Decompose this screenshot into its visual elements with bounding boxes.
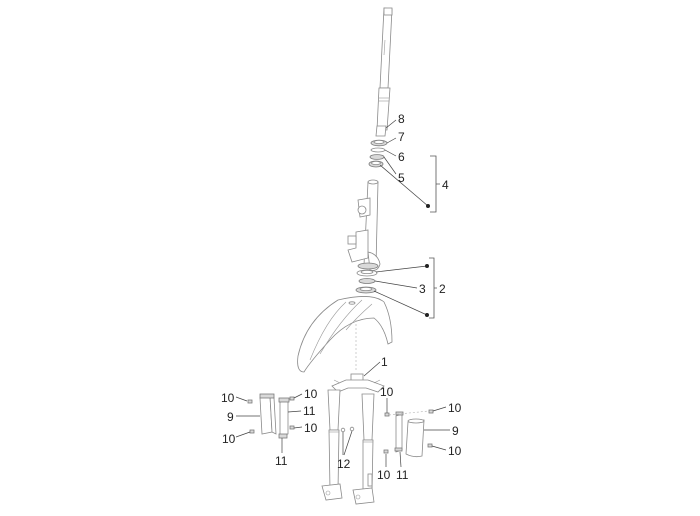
leader-lines: [235, 119, 450, 468]
callout-1: 1: [381, 355, 388, 369]
callout-10: 10: [221, 391, 235, 405]
callout-11: 11: [396, 468, 409, 482]
part-12-screws: [340, 426, 355, 433]
right-fork-cover: [405, 418, 425, 458]
left-bracket-11: [278, 397, 290, 439]
callout-10: 10: [380, 385, 394, 399]
callout-8: 8: [398, 112, 405, 126]
callout-5: 5: [398, 171, 405, 185]
fork-leg-right: [352, 393, 375, 505]
part-5-race: [368, 154, 385, 168]
callout-3: 3: [419, 282, 426, 296]
part-2-lower-cup: [355, 286, 377, 294]
part-8-spacer: [375, 125, 387, 137]
left-screws-10: [247, 396, 295, 434]
callout-10: 10: [448, 444, 462, 458]
part-6-washer: [370, 147, 386, 153]
callout-9: 9: [452, 424, 459, 438]
callout-7: 7: [398, 130, 405, 144]
callout-11: 11: [303, 404, 316, 418]
callout-10: 10: [222, 432, 236, 446]
callout-10: 10: [304, 387, 318, 401]
fork-leg-left: [321, 389, 343, 501]
steering-tube: [376, 7, 393, 131]
callout-10: 10: [377, 468, 391, 482]
part-7-ring-nut: [370, 139, 388, 147]
left-fork-cover: [259, 393, 277, 435]
part-3-bearing-race: [358, 278, 376, 284]
callout-11: 11: [275, 454, 288, 468]
callout-9: 9: [227, 410, 234, 424]
front-mudguard: [297, 296, 393, 373]
steering-stem: [347, 179, 381, 271]
callout-4: 4: [442, 178, 449, 192]
callout-10: 10: [304, 421, 318, 435]
callout-2: 2: [439, 282, 446, 296]
part-1-fork-crown: [331, 373, 385, 393]
callout-10: 10: [448, 401, 462, 415]
right-screws-10: [383, 409, 434, 454]
callout-12: 12: [337, 457, 351, 471]
callout-6: 6: [398, 150, 405, 164]
part-2-lower-bearing: [356, 269, 378, 277]
right-bracket-11: [394, 411, 404, 453]
